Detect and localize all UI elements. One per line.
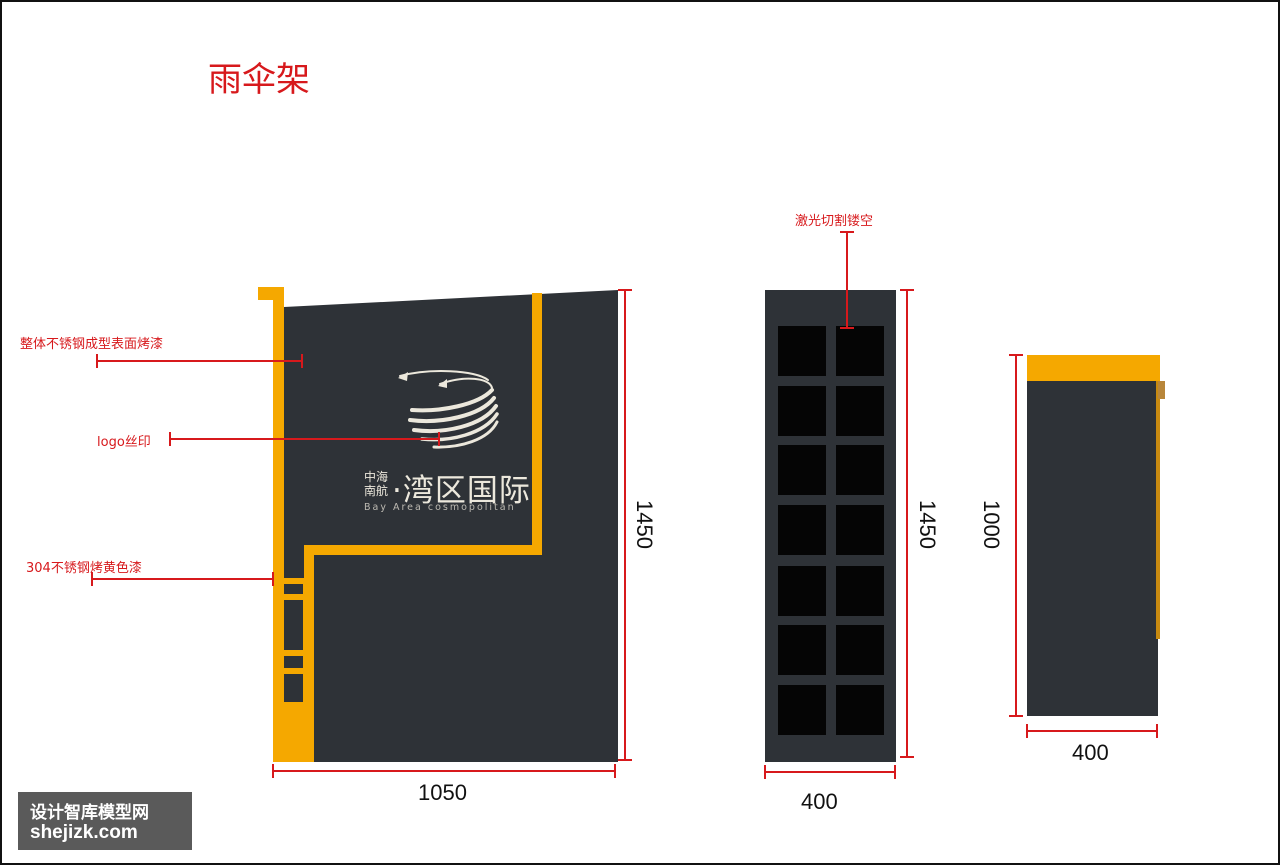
watermark-badge: 设计智库模型网 shejizk.com <box>18 792 192 850</box>
logo-en: Bay Area cosmopolitan <box>364 502 516 513</box>
dimension-lines <box>272 289 1158 779</box>
laser-cut-hole <box>778 625 826 675</box>
laser-cut-hole <box>836 685 884 735</box>
front-yellow-crossbar <box>304 545 542 555</box>
annotation-logo-print: logo丝印 <box>97 435 151 450</box>
front-ladder-slot <box>284 674 303 702</box>
third-yellow-top <box>1027 355 1160 381</box>
laser-cut-hole <box>836 566 884 616</box>
laser-cut-hole <box>836 386 884 436</box>
dim-front-width: 1050 <box>418 780 467 805</box>
laser-cut-hole <box>778 566 826 616</box>
laser-cut-hole <box>836 625 884 675</box>
logo-cn-small: 中海 南航 <box>364 470 388 498</box>
front-view <box>258 287 618 762</box>
laser-cut-hole <box>836 326 884 376</box>
laser-cut-hole <box>778 445 826 495</box>
laser-cut-hole <box>778 326 826 376</box>
side-view <box>765 290 896 762</box>
third-yellow-tab <box>1158 381 1165 399</box>
dim-third-width: 400 <box>1072 740 1109 765</box>
laser-cut-hole <box>778 685 826 735</box>
watermark-en: shejizk.com <box>30 822 138 843</box>
logo-cn-small-line2: 南航 <box>364 484 389 498</box>
annotation-laser-cut: 激光切割镂空 <box>795 214 874 229</box>
front-yellow-bar <box>532 293 542 555</box>
front-ladder-slot <box>284 600 303 650</box>
annotation-stainless-body: 整体不锈钢成型表面烤漆 <box>20 337 164 352</box>
front-dark-panel <box>284 290 618 762</box>
laser-cut-hole <box>836 445 884 495</box>
front-ladder-slot <box>284 584 303 594</box>
laser-cut-grid <box>778 326 884 735</box>
third-dark-panel <box>1027 380 1158 716</box>
laser-cut-hole <box>778 505 826 555</box>
front-ladder-slot <box>284 656 303 668</box>
laser-cut-hole <box>778 386 826 436</box>
dim-side-height: 1450 <box>915 500 940 549</box>
dim-side-width: 400 <box>801 789 838 814</box>
dim-third-height: 1000 <box>979 500 1004 549</box>
third-view <box>1027 355 1165 716</box>
page-title: 雨伞架 <box>208 60 310 100</box>
annotation-lines <box>91 231 854 586</box>
laser-cut-hole <box>836 505 884 555</box>
third-yellow-edge <box>1156 381 1160 639</box>
logo-swirl-icon <box>398 370 499 449</box>
annotation-yellow-paint: 304不锈钢烤黄色漆 <box>26 561 142 576</box>
dim-front-height: 1450 <box>632 500 657 549</box>
logo-cn-big: ·湾区国际 <box>392 473 531 509</box>
logo-cn-small-line1: 中海 <box>364 470 389 484</box>
watermark-cn: 设计智库模型网 <box>30 803 149 823</box>
